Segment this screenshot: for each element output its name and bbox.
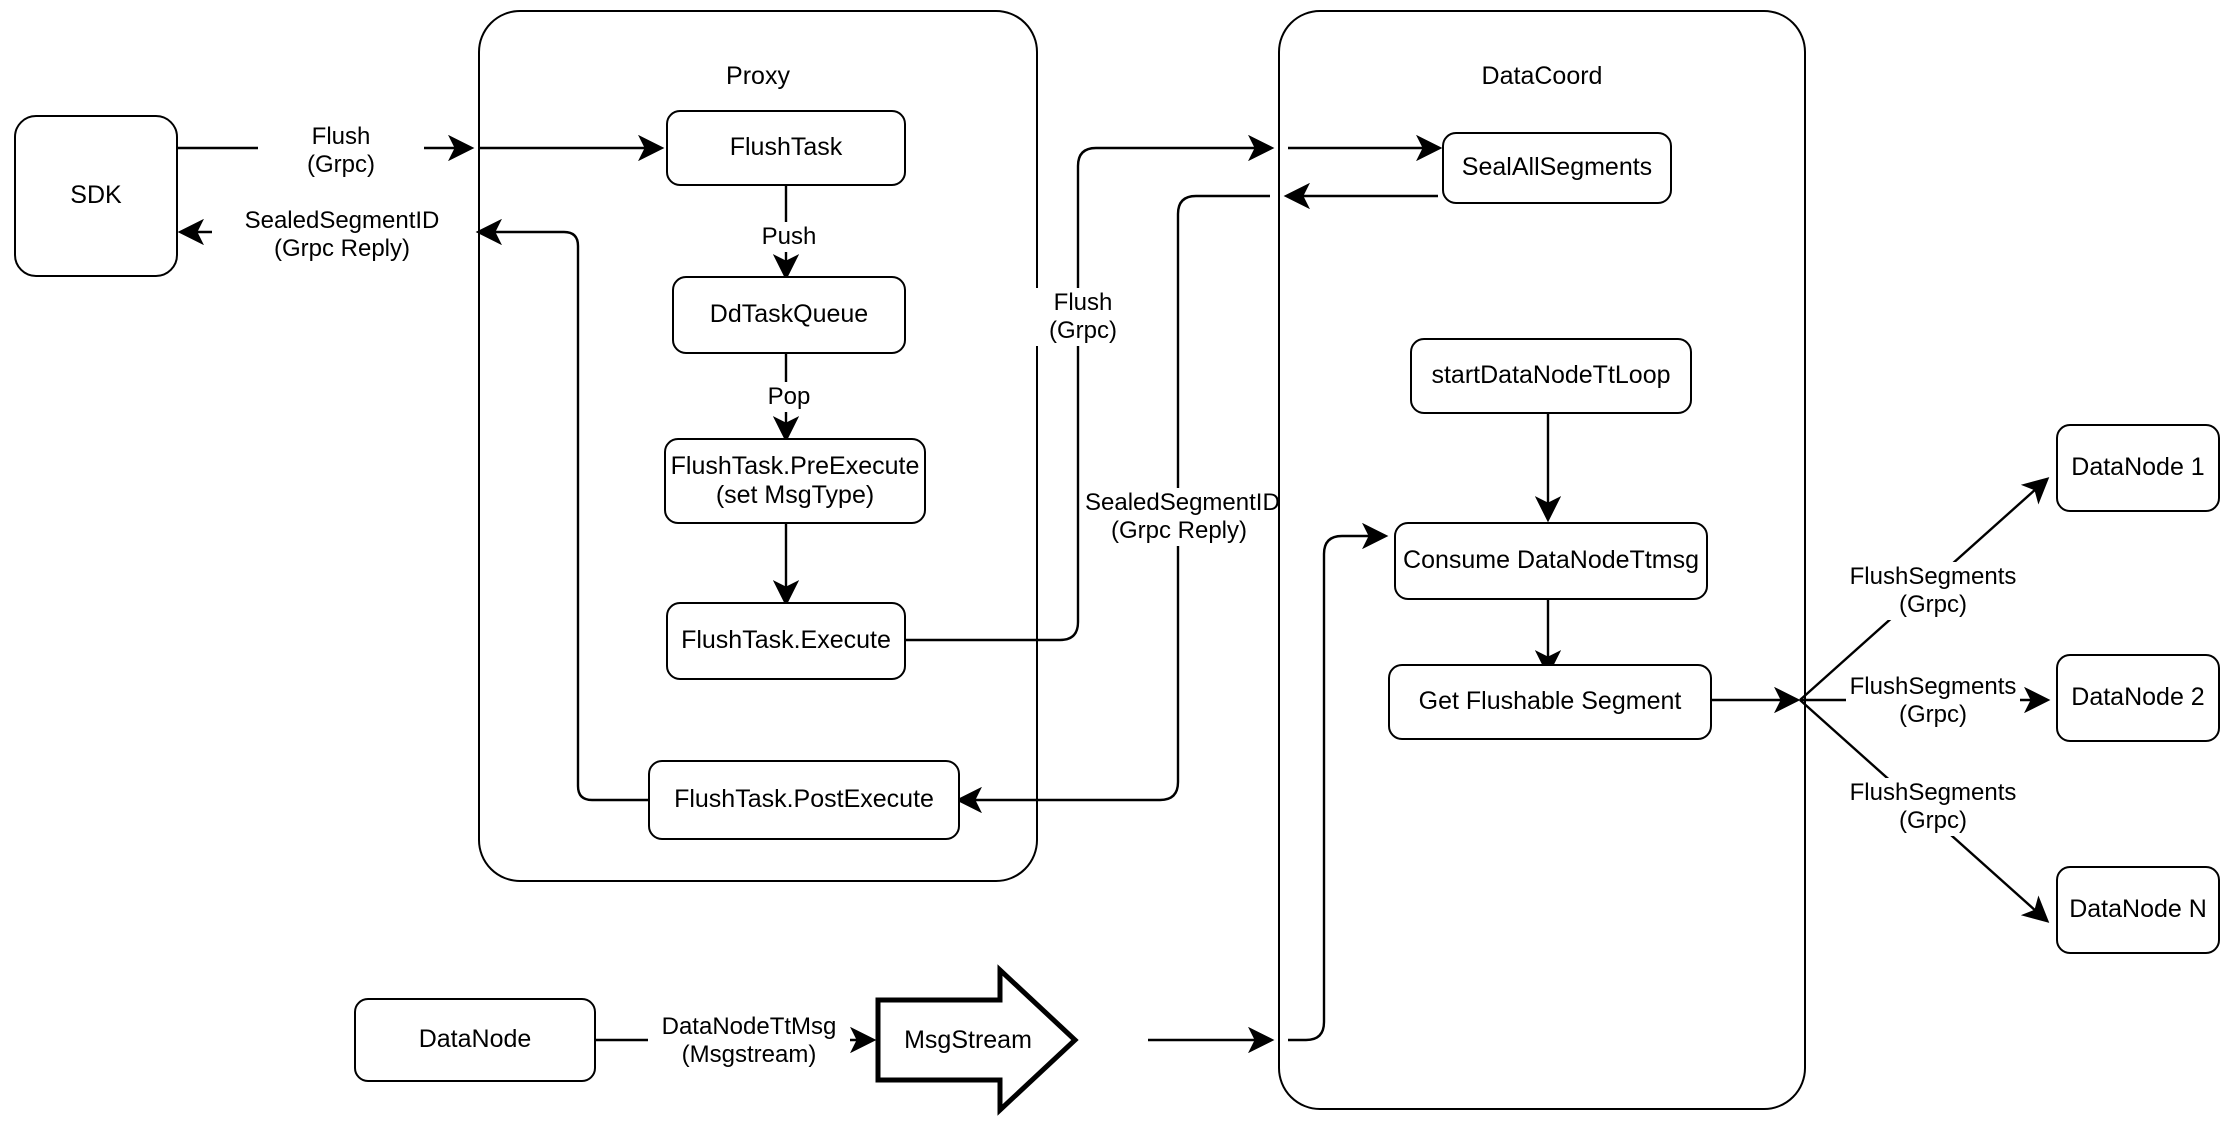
edge-label-flushsegments-n-line2: (Grpc) — [1899, 806, 1967, 834]
edge-postexecute-to-proxy-edge — [475, 218, 652, 802]
node-flushtask-preexecute[interactable]: FlushTask.PreExecute (set MsgType) — [664, 438, 926, 524]
node-datanode-bottom[interactable]: DataNode — [354, 998, 596, 1082]
edge-execute-to-datacoord — [906, 134, 1275, 642]
node-consume-datanode-ttmsg[interactable]: Consume DataNodeTtmsg — [1394, 522, 1708, 600]
edge-label-flushsegments-1-line2: (Grpc) — [1899, 590, 1967, 618]
node-flushtask-preexecute-line1: FlushTask.PreExecute — [670, 451, 920, 480]
edge-label-datacoord-to-proxy: SealedSegmentID (Grpc Reply) — [1082, 488, 1280, 546]
edge-label-proxy-to-sdk: SealedSegmentID (Grpc Reply) — [212, 206, 472, 264]
container-proxy-title: Proxy — [726, 62, 790, 90]
edge-label-flushsegments-1: FlushSegments (Grpc) — [1846, 562, 2020, 620]
edge-datacoord-bottom-to-consume — [1288, 522, 1389, 1042]
edge-label-datanode-ttmsg-line2: (Msgstream) — [681, 1040, 817, 1068]
node-flushtask-preexecute-line2: (set MsgType) — [715, 481, 875, 509]
edge-label-flushsegments-2-line2: (Grpc) — [1899, 700, 1967, 728]
edge-label-proxy-to-sdk-line2: (Grpc Reply) — [273, 234, 411, 262]
edge-label-flushsegments-n: FlushSegments (Grpc) — [1846, 778, 2020, 836]
container-datacoord-title: DataCoord — [1481, 62, 1603, 90]
node-sealallsegments[interactable]: SealAllSegments — [1442, 132, 1672, 204]
node-start-datanode-ttloop[interactable]: startDataNodeTtLoop — [1410, 338, 1692, 414]
edge-label-sdk-to-proxy: Flush (Grpc) — [258, 122, 424, 180]
edge-label-datanode-ttmsg: DataNodeTtMsg (Msgstream) — [648, 1012, 850, 1070]
node-msgstream-label: MsgStream — [904, 1026, 1032, 1054]
edge-label-datacoord-to-proxy-line1: SealedSegmentID — [1085, 489, 1280, 516]
node-flushtask-postexecute[interactable]: FlushTask.PostExecute — [648, 760, 960, 840]
msgstream-block-arrow — [875, 964, 1079, 1116]
edge-label-pop-text: Pop — [767, 383, 811, 410]
node-datanode-n[interactable]: DataNode N — [2056, 866, 2220, 954]
edge-label-push-text: Push — [761, 223, 817, 250]
node-datanode-1[interactable]: DataNode 1 — [2056, 424, 2220, 512]
edge-label-sdk-to-proxy-line1: Flush — [311, 123, 371, 150]
node-ddtaskqueue[interactable]: DdTaskQueue — [672, 276, 906, 354]
edge-label-proxy-to-sdk-line1: SealedSegmentID — [244, 207, 440, 234]
edge-label-flushsegments-n-line1: FlushSegments — [1849, 779, 2017, 806]
edge-label-flushsegments-2: FlushSegments (Grpc) — [1846, 672, 2020, 730]
container-proxy — [478, 10, 1038, 882]
edge-label-sdk-to-proxy-line2: (Grpc) — [307, 150, 375, 178]
container-datacoord — [1278, 10, 1806, 1110]
node-sdk[interactable]: SDK — [14, 115, 178, 277]
edge-label-datanode-ttmsg-line1: DataNodeTtMsg — [661, 1013, 837, 1040]
edge-label-proxy-to-datacoord-line1: Flush — [1053, 289, 1113, 316]
edge-label-pop: Pop — [756, 382, 822, 412]
edge-label-proxy-to-datacoord: Flush (Grpc) — [1028, 288, 1138, 346]
edge-label-datacoord-to-proxy-line2: (Grpc Reply) — [1110, 516, 1248, 544]
node-flushtask-execute[interactable]: FlushTask.Execute — [666, 602, 906, 680]
node-flushtask[interactable]: FlushTask — [666, 110, 906, 186]
edge-label-proxy-to-datacoord-line2: (Grpc) — [1049, 316, 1117, 344]
node-datanode-2[interactable]: DataNode 2 — [2056, 654, 2220, 742]
edge-label-flushsegments-2-line1: FlushSegments — [1849, 673, 2017, 700]
node-get-flushable-segment[interactable]: Get Flushable Segment — [1388, 664, 1712, 740]
edge-label-flushsegments-1-line1: FlushSegments — [1849, 563, 2017, 590]
edge-label-push: Push — [750, 222, 828, 252]
